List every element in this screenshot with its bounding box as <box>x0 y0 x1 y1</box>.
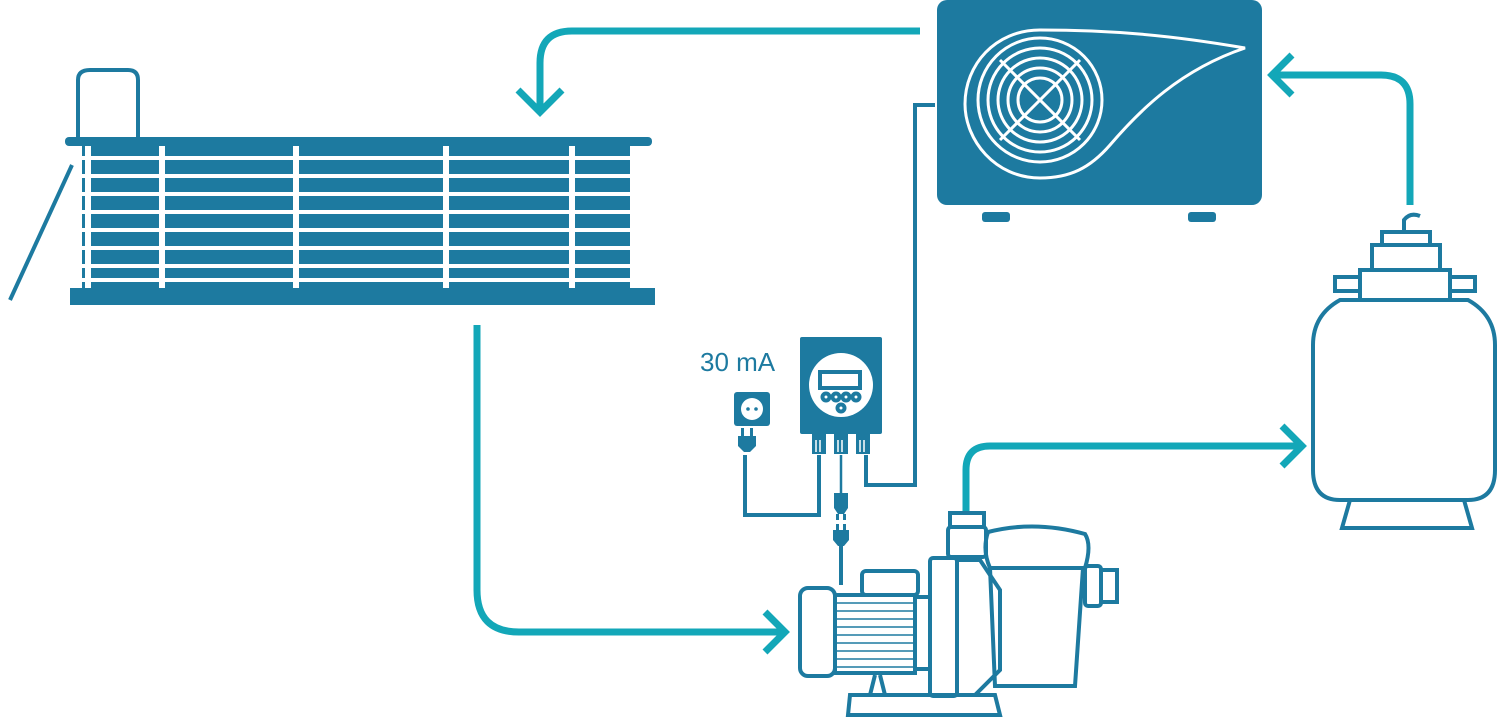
heat-pump <box>937 0 1262 222</box>
fan-icon <box>976 36 1104 164</box>
power-socket <box>734 392 770 426</box>
flow-arrow-pool-to-pump <box>473 325 790 655</box>
pool <box>8 68 655 305</box>
pump-controller <box>800 337 882 454</box>
pool-ladder-handle <box>76 68 140 137</box>
flow-arrow-pump-to-filter <box>962 423 1307 515</box>
controller-buttons <box>820 391 862 414</box>
control-wiring <box>743 103 935 585</box>
heat-pump-foot <box>1188 212 1216 222</box>
flow-arrow-heatpump-to-pool <box>515 27 920 117</box>
rcd-label: 30 mA <box>700 347 776 377</box>
pump-power-connector <box>833 455 849 546</box>
pool-pump <box>798 511 1119 717</box>
sand-filter <box>1311 212 1497 530</box>
heat-pump-foot <box>982 212 1010 222</box>
controller-display <box>818 370 862 390</box>
pool-ladder <box>8 164 74 301</box>
flow-arrow-filter-to-heatpump <box>1267 52 1414 205</box>
power-plug <box>738 428 756 452</box>
